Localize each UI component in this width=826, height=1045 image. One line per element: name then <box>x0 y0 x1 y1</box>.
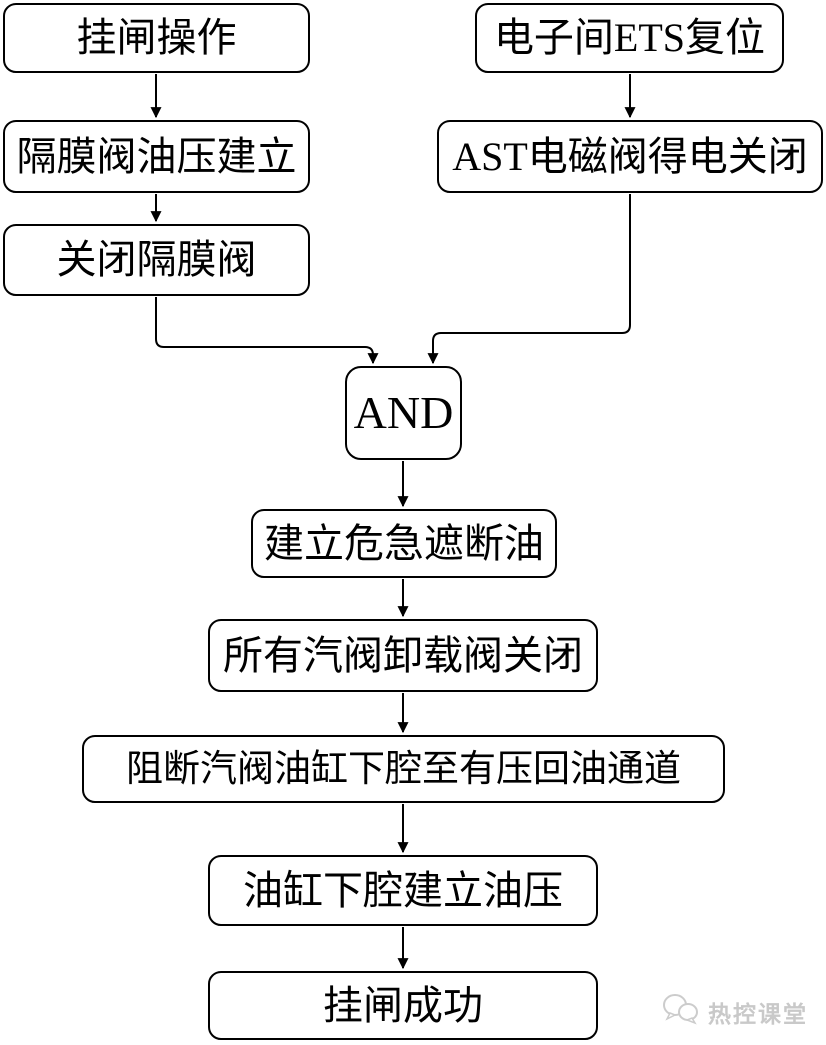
watermark-text: 热控课堂 <box>708 1001 808 1027</box>
node-block-return-path: 阻断汽阀油缸下腔至有压回油通道 <box>82 735 725 803</box>
node-latch-success: 挂闸成功 <box>208 971 598 1040</box>
watermark: 热控课堂 <box>662 992 808 1031</box>
node-and-gate: AND <box>345 366 462 460</box>
node-unloading-valves-close: 所有汽阀卸载阀关闭 <box>208 619 598 692</box>
node-latch-operation: 挂闸操作 <box>3 3 310 73</box>
node-ets-reset: 电子间ETS复位 <box>475 3 784 73</box>
chat-bubbles-icon <box>662 992 702 1031</box>
node-cylinder-pressure: 油缸下腔建立油压 <box>208 855 598 926</box>
node-emergency-trip-oil: 建立危急遮断油 <box>251 509 557 578</box>
node-ast-solenoid-close: AST电磁阀得电关闭 <box>437 120 823 193</box>
node-diaphragm-oil-pressure: 隔膜阀油压建立 <box>3 120 310 193</box>
edge-close-to-and-arrow <box>155 297 379 365</box>
node-close-diaphragm-valve: 关闭隔膜阀 <box>3 224 310 296</box>
edge-ast-to-and-arrow <box>427 194 631 365</box>
